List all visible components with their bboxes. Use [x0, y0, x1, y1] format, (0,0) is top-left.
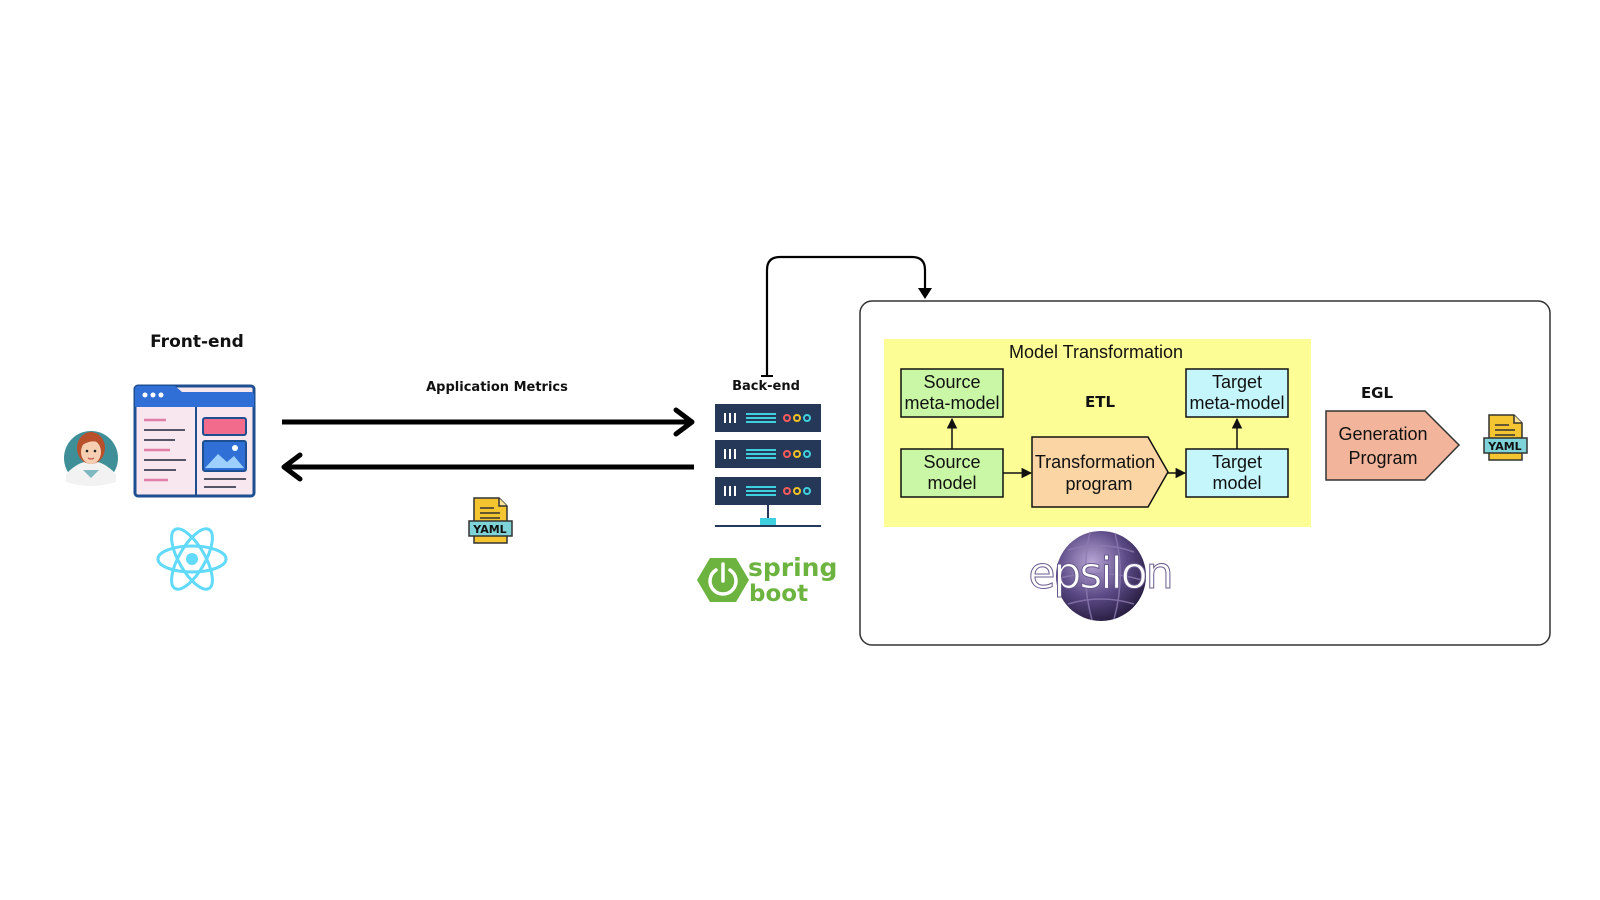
- react-logo-icon: [156, 527, 228, 591]
- egl-label: EGL: [1361, 384, 1394, 402]
- target-meta-model-box: [1185, 368, 1289, 418]
- request-label: Application Metrics: [426, 380, 568, 395]
- yaml-file-icon: [468, 497, 513, 544]
- source-meta-model-line2: meta-model: [904, 393, 999, 413]
- target-model-box: [1185, 448, 1289, 498]
- web-app-window-icon: [133, 384, 256, 498]
- model-transformation-title: Model Transformation: [1009, 342, 1183, 362]
- spring-wordmark: spring: [748, 553, 837, 582]
- source-model-line1: Source: [923, 452, 980, 472]
- transformation-program-line2: program: [1065, 474, 1132, 494]
- yaml-output-file-icon: [1483, 414, 1528, 461]
- user-avatar-icon: [64, 431, 118, 486]
- epsilon-logo-icon: [1056, 531, 1146, 621]
- server-rack-icon: [715, 404, 821, 527]
- yaml-output-file-label: YAML: [1487, 440, 1521, 453]
- source-meta-model-box: [900, 368, 1004, 418]
- generation-program-line1: Generation: [1338, 424, 1427, 444]
- transformation-program-box: [1031, 436, 1169, 508]
- target-model-line2: model: [1212, 473, 1261, 493]
- request-arrow: [282, 407, 695, 437]
- transformation-program-line1: Transformation: [1035, 452, 1155, 472]
- spring-boot-logo-icon: [697, 558, 749, 602]
- etl-label: ETL: [1085, 393, 1115, 411]
- source-meta-model-line1: Source: [923, 372, 980, 392]
- backend-title: Back-end: [732, 379, 800, 394]
- generation-program-line2: Program: [1348, 448, 1417, 468]
- target-meta-model-line1: Target: [1212, 372, 1262, 392]
- target-meta-model-line2: meta-model: [1189, 393, 1284, 413]
- target-model-line1: Target: [1212, 452, 1262, 472]
- backend-to-pipeline-connector: [761, 255, 932, 377]
- source-model-line2: model: [927, 473, 976, 493]
- epsilon-wordmark: epsilon: [1028, 548, 1171, 599]
- boot-wordmark: boot: [749, 581, 808, 607]
- frontend-title: Front-end: [150, 332, 244, 352]
- response-arrow: [281, 452, 694, 482]
- yaml-file-label: YAML: [472, 523, 506, 536]
- generation-program-box: [1325, 410, 1461, 481]
